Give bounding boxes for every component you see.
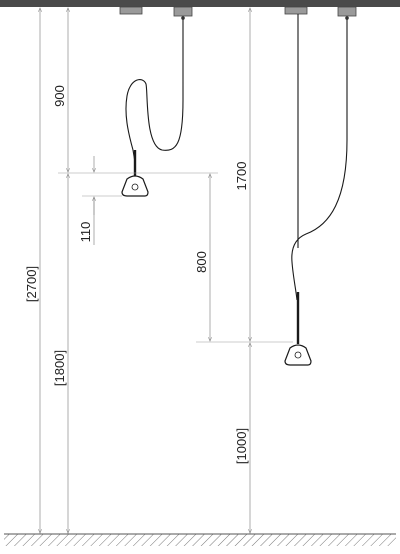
extension-lines xyxy=(58,172,293,343)
dim-lamp-height: 110 xyxy=(78,222,93,243)
dim-floor-to-lamp-right: [1000] xyxy=(234,428,249,464)
dimension-lines xyxy=(40,8,250,533)
dim-offset: 800 xyxy=(194,251,209,273)
dim-floor-to-lamp-left: [1800] xyxy=(52,350,67,386)
dim-total-height: [2700] xyxy=(24,266,39,302)
left-lamp-shade xyxy=(121,175,149,197)
right-pendant xyxy=(284,14,348,366)
dim-cord-length-right: 1700 xyxy=(234,162,249,191)
left-pendant xyxy=(121,19,184,197)
dim-cord-loop: 900 xyxy=(52,85,67,107)
ceiling xyxy=(0,0,400,7)
right-lamp-shade xyxy=(284,344,312,366)
floor xyxy=(4,533,396,546)
ceiling-canopies xyxy=(119,6,357,20)
